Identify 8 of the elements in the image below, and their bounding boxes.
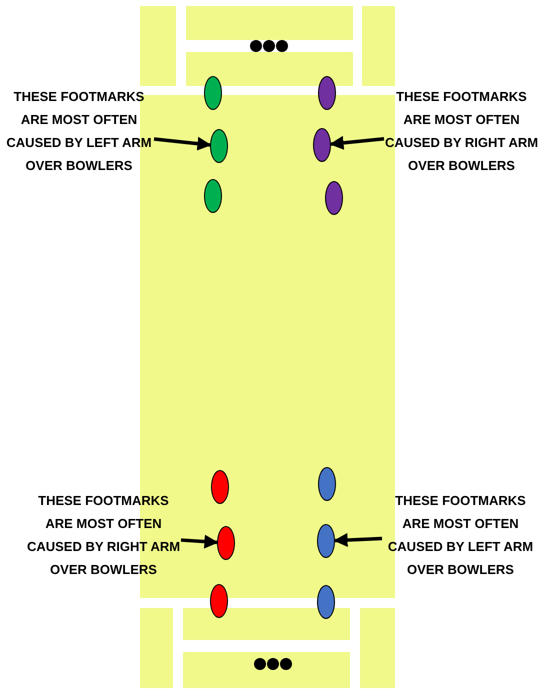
arrow [154, 136, 212, 151]
annotation-text: THESE FOOTMARKS ARE MOST OFTEN CAUSED BY LEFT ARM OVER BOWLERS [382, 489, 539, 581]
arrow [330, 136, 384, 150]
arrow [334, 533, 382, 548]
annotation-text: THESE FOOTMARKS ARE MOST OFTEN CAUSED BY RIGHT ARM OVER BOWLERS [384, 85, 539, 177]
annotation-text: THESE FOOTMARKS ARE MOST OFTEN CAUSED BY LEFT ARM OVER BOWLERS [4, 85, 154, 177]
arrow [180, 534, 218, 549]
annotation-text: THESE FOOTMARKS ARE MOST OFTEN CAUSED BY RIGHT ARM OVER BOWLERS [26, 489, 181, 581]
